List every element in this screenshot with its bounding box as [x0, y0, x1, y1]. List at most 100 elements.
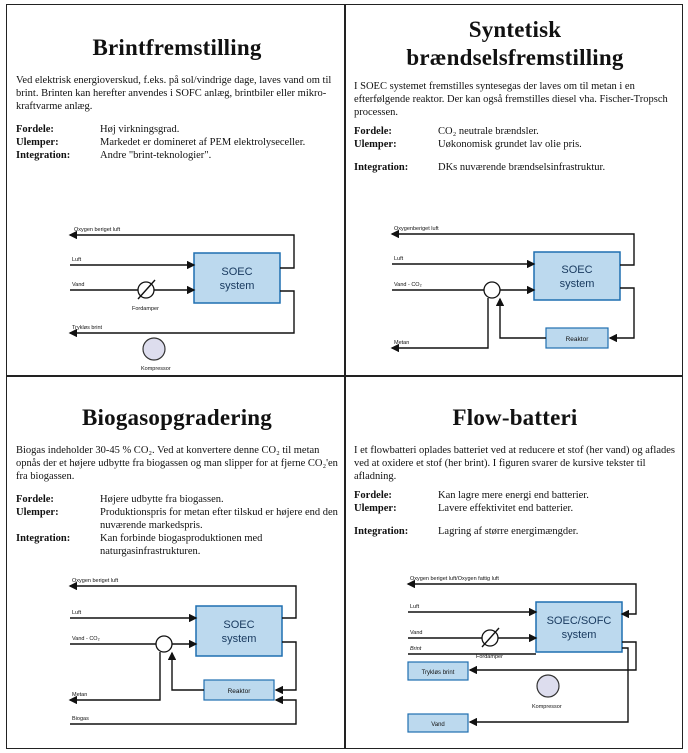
- row-integration: Integration:DKs nuværende brændselsinfra…: [352, 161, 678, 174]
- grid-divider-horizontal: [6, 375, 683, 377]
- row-label: Integration:: [16, 150, 71, 161]
- box-line-2: system: [562, 629, 597, 641]
- oxygen-line: [68, 230, 295, 269]
- row-value: Kan lagre mere energi end batterier.: [438, 490, 589, 501]
- row-value: CO₂ neutrale brændsler.: [438, 126, 539, 137]
- label-luft: Luft: [72, 257, 82, 263]
- panel-title-line-2: brændselsfremstilling: [406, 45, 624, 70]
- row-label: Fordele:: [354, 126, 392, 137]
- row-label: Fordele:: [16, 494, 54, 505]
- label-vand-tank: Vand: [431, 722, 445, 728]
- process-diagram: SOEC system Oxygen beriget luft Luft Van…: [68, 227, 295, 372]
- row-value: Lavere effektivitet end batterier.: [438, 503, 574, 514]
- box-line-1: SOEC: [221, 266, 252, 278]
- box-line-1: SOEC/SOFC: [547, 615, 612, 627]
- label-biogas: Biogas: [72, 716, 89, 722]
- vand-out-line: [468, 647, 629, 727]
- row-value: Kan forbinde biogasproduktionen med natu…: [100, 533, 263, 557]
- row-ulemper: Ulemper:Produktionspris for metan efter …: [14, 506, 340, 532]
- label-oxygen: Oxygen beriget luft: [74, 227, 121, 233]
- reaktor-return-line: [495, 297, 546, 339]
- panel-title-line-1: Syntetisk: [468, 17, 562, 42]
- box-line-2: system: [560, 278, 595, 290]
- row-fordele: Fordele: Højere udbytte fra biogassen.: [14, 493, 340, 506]
- syngas-line: [608, 287, 635, 343]
- label-metan: Metan: [72, 692, 87, 698]
- row-integration: Integration: Lagring af større energimæng…: [352, 525, 678, 538]
- row-value: Lagring af større energimængder.: [438, 526, 579, 537]
- soec-system-box: [195, 605, 283, 657]
- box-line-1: SOEC: [561, 264, 592, 276]
- label-oxygen: Oxygen beriget luft: [72, 578, 119, 584]
- panel-description: I SOEC systemet fremstilles syntesegas d…: [354, 81, 668, 118]
- label-luft: Luft: [410, 604, 420, 610]
- row-label: Integration:: [16, 533, 71, 544]
- row-value: Produktionspris for metan efter tilskud …: [100, 507, 338, 531]
- label-fordamper: Fordamper: [132, 306, 159, 312]
- row-value: Højere udbytte fra biogassen.: [100, 494, 224, 505]
- syngas-line: [274, 641, 297, 695]
- panel-description: I et flowbatteri oplades batteriet ved a…: [354, 445, 675, 482]
- fordamper-arrow: [137, 279, 156, 300]
- box-line-2: system: [220, 280, 255, 292]
- label-vand: Vand: [72, 282, 84, 288]
- label-kompressor: Kompressor: [532, 704, 562, 710]
- panel-flow-batteri: Flow-batteri I et flowbatteri oplades ba…: [352, 380, 678, 745]
- vand-tank-box: [407, 713, 469, 733]
- soec-sofc-system-box: [535, 601, 623, 653]
- label-brint-italic: Brint: [410, 646, 422, 652]
- process-diagram: SOEC system Oxygen beriget luft Luft Van…: [68, 578, 297, 725]
- heat-exchanger-icon: [155, 635, 173, 653]
- panel-title: Flow-batteri: [452, 405, 578, 430]
- row-integration: Integration: Kan forbinde biogasproduktio…: [14, 532, 340, 558]
- label-oxygen: Oxygen beriget luft/Oxygen fattig luft: [410, 576, 499, 582]
- reaktor-return-line: [167, 651, 204, 691]
- label-luft: Luft: [72, 610, 82, 616]
- brint-tank-box: [407, 661, 469, 681]
- panel-title: Brintfremstilling: [92, 35, 262, 60]
- label-reaktor: Reaktor: [566, 336, 590, 343]
- row-fordele: Fordele: Høj virkningsgrad.: [14, 123, 340, 136]
- soec-system-box: [533, 251, 621, 301]
- kompressor-icon: [536, 674, 560, 698]
- label-vand: Vand: [410, 630, 422, 636]
- row-ulemper: Ulemper: Uøkonomisk grundet lav olie pris…: [352, 138, 678, 151]
- row-value: Høj virkningsgrad.: [100, 124, 180, 135]
- row-label: Ulemper:: [16, 137, 59, 148]
- kompressor-icon: [142, 337, 166, 361]
- oxygen-line: [390, 229, 635, 266]
- row-fordele: Fordele: CO₂ neutrale brændsler.: [352, 125, 678, 138]
- row-label: Integration:: [354, 162, 409, 173]
- label-luft: Luft: [394, 256, 404, 262]
- label-metan: Metan: [394, 340, 409, 346]
- row-ulemper: Ulemper:Lavere effektivitet end batterie…: [352, 502, 678, 515]
- brint-line: [468, 641, 637, 675]
- fordamper-arrow: [481, 627, 500, 648]
- row-integration: Integration:Andre "brint-teknologier".: [14, 149, 340, 162]
- oxygen-line: [406, 579, 637, 619]
- row-label: Fordele:: [16, 124, 54, 135]
- row-label: Ulemper:: [354, 139, 397, 150]
- row-fordele: Fordele:Kan lagre mere energi end batter…: [352, 489, 678, 502]
- heat-exchanger-icon: [483, 281, 501, 299]
- row-label: Integration:: [354, 526, 409, 537]
- brint-line: [68, 290, 295, 338]
- box-line-1: SOEC: [223, 619, 254, 631]
- row-value: Uøkonomisk grundet lav olie pris.: [438, 139, 582, 150]
- metan-line: [68, 652, 161, 705]
- biogas-line: [70, 695, 297, 725]
- panel-description: Biogas indeholder 30-45 % CO₂. Ved at ko…: [16, 445, 338, 482]
- process-diagram: SOEC/SOFC system Oxygen beriget luft/Oxy…: [406, 576, 637, 733]
- label-brint-tank: Trykløs brint: [422, 670, 455, 676]
- label-brint: Trykløs brint: [72, 325, 103, 331]
- label-kompressor: Kompressor: [141, 366, 171, 372]
- process-diagram: SOEC system Oxygenberiget luft Luft Vand…: [390, 226, 635, 353]
- row-value: Markedet er domineret af PEM elektrolyse…: [100, 137, 306, 148]
- panel-title: Biogasopgradering: [82, 405, 272, 430]
- soec-system-box: [193, 252, 281, 304]
- label-reaktor: Reaktor: [228, 688, 252, 695]
- panel-biogasopgradering: Biogasopgradering Biogas indeholder 30-4…: [14, 380, 340, 745]
- box-line-2: system: [222, 633, 257, 645]
- label-fordamper: Fordamper: [476, 654, 503, 660]
- label-vand: Vand - CO₂: [72, 636, 100, 642]
